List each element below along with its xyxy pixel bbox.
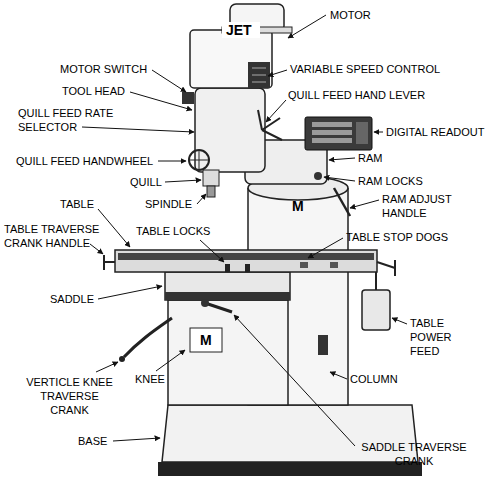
leader-line	[330, 372, 347, 379]
part-label: SPINDLE	[145, 197, 192, 211]
table-lock	[245, 264, 250, 272]
table-shape	[115, 250, 377, 272]
part-label: TABLE STOP DOGS	[346, 230, 448, 244]
brand-logo: M	[200, 332, 212, 348]
leader-line	[130, 92, 192, 110]
brand-logo: JET	[226, 22, 252, 38]
handwheel	[189, 150, 209, 170]
leader-line	[96, 362, 118, 372]
power-feed-shaft	[375, 272, 377, 290]
ram-lock	[314, 172, 322, 180]
leader-line	[350, 200, 379, 208]
part-label: RAM	[358, 151, 382, 165]
leader-line	[158, 161, 186, 162]
knee-shape	[168, 300, 288, 405]
leader-line	[156, 350, 185, 371]
readout-box	[305, 117, 372, 150]
readout-row	[312, 130, 352, 135]
part-label: MOTOR SWITCH	[60, 62, 147, 76]
stop-dog	[330, 262, 338, 268]
part-label: RAM LOCKS	[358, 174, 423, 188]
leader-line	[152, 70, 186, 92]
hand-lever	[258, 110, 262, 130]
saddle-crank-hub	[201, 299, 209, 307]
leader-line	[98, 286, 162, 299]
leader-line	[200, 240, 224, 262]
hand-lever	[262, 118, 280, 130]
spindle-shape	[207, 186, 215, 197]
part-label: TABLE	[60, 197, 94, 211]
leader-line	[234, 315, 355, 446]
leader-line	[324, 177, 355, 181]
part-label: TABLE POWER FEED	[410, 316, 464, 358]
table-lock	[225, 264, 230, 272]
base-shape	[162, 405, 418, 462]
base-band	[158, 462, 422, 476]
leader-line	[308, 238, 343, 258]
part-label: RAM ADJUST HANDLE	[382, 192, 462, 220]
part-label: QUILL FEED HAND LEVER	[288, 88, 425, 102]
part-label: QUILL FEED HANDWHEEL	[16, 154, 153, 168]
handwheel-spoke	[199, 150, 200, 170]
part-label: DIGITAL READOUT	[386, 125, 484, 139]
leader-line	[268, 70, 287, 76]
brand-logo: M	[292, 198, 304, 214]
table-slot	[118, 253, 374, 260]
head-body	[195, 88, 265, 172]
column-switch	[318, 335, 328, 355]
saddle-crank	[205, 303, 232, 312]
speed-grid	[252, 68, 266, 69]
part-label: VERTICLE KNEE TRAVERSE CRANK	[22, 375, 117, 417]
readout-row	[312, 138, 352, 143]
quill-shape	[203, 170, 219, 186]
part-label: SADDLE	[50, 292, 94, 306]
leader-line	[374, 132, 383, 133]
leader-line	[288, 15, 326, 38]
speed-grid	[252, 75, 266, 76]
part-label: VARIABLE SPEED CONTROL	[290, 62, 440, 76]
part-label: TABLE LOCKS	[136, 224, 210, 238]
leader-line	[165, 180, 201, 182]
knee-logo-plate	[190, 328, 222, 352]
speed-grid	[252, 82, 266, 83]
table-crank	[103, 255, 105, 270]
part-label: TABLE TRAVERSE CRANK HANDLE	[4, 222, 112, 250]
part-label: QUILL FEED RATE SELECTOR	[18, 106, 138, 134]
part-label: SADDLE TRAVERSE CRANK	[358, 440, 470, 468]
readout-row	[312, 122, 352, 127]
logo-plate	[222, 22, 260, 38]
head-top	[190, 30, 272, 88]
saddle-shape	[165, 272, 290, 300]
part-label: QUILL	[130, 175, 162, 189]
leader-line	[82, 127, 194, 132]
part-label: TOOL HEAD	[62, 84, 125, 98]
stop-dog	[300, 262, 308, 268]
leader-line	[329, 158, 355, 160]
leader-line	[197, 194, 206, 204]
knee-crank-knob	[119, 356, 125, 362]
part-label: COLUMN	[350, 372, 398, 386]
power-feed-box	[362, 290, 390, 330]
knee-crank	[124, 318, 172, 357]
leader-line	[98, 209, 130, 247]
speed-control	[248, 62, 270, 88]
table-crank	[394, 260, 396, 276]
hand-lever	[262, 130, 282, 140]
table-crank	[104, 261, 115, 263]
leader-line	[90, 244, 103, 254]
saddle-strip	[165, 292, 290, 300]
table-crank	[377, 262, 395, 268]
part-label: MOTOR	[330, 8, 371, 22]
leader-line	[392, 318, 407, 324]
part-label: BASE	[78, 434, 107, 448]
motor-switch	[182, 92, 194, 104]
leader-line	[113, 438, 160, 441]
part-label: KNEE	[135, 372, 165, 386]
leader-lines	[82, 15, 407, 446]
ram-adjust-handle	[334, 188, 350, 216]
leader-line	[266, 100, 286, 122]
readout-keys	[356, 122, 368, 144]
